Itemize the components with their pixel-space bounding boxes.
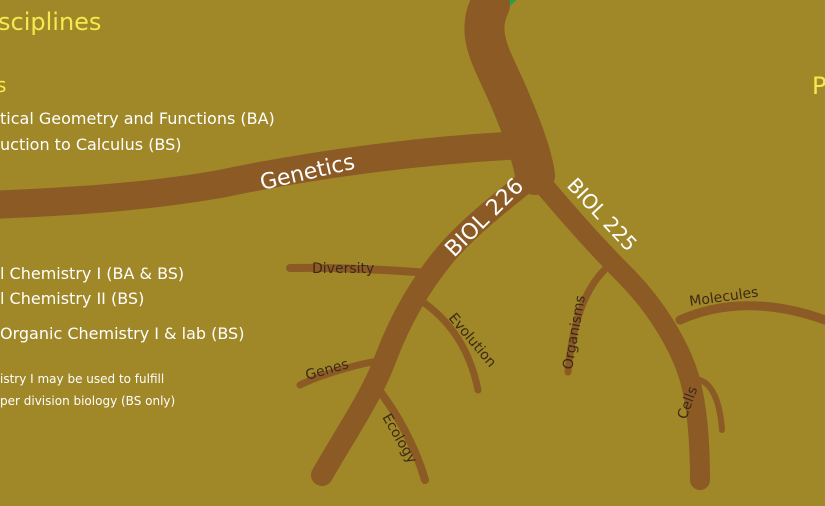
disciplines-heading: sciplines [0,8,102,36]
chem-note-line-2: per division biology (BS only) [0,394,176,408]
math-course-1: tical Geometry and Functions (BA) [0,109,275,128]
evolution-twig [416,296,482,394]
organisms-label: Organisms [560,294,589,371]
math-subheading: s [0,73,7,97]
math-course-2: uction to Calculus (BS) [0,135,182,154]
genes-label: Genes [304,356,351,384]
cells-twig [687,376,725,433]
chem-note-line-1: istry I may be used to fulfill [0,372,165,386]
diversity-twig [286,263,434,277]
diversity-label: Diversity [312,261,374,277]
chem-course-2: l Chemistry II (BS) [0,289,145,308]
genetics-branch [0,131,539,219]
chem-course-1: l Chemistry I (BA & BS) [0,264,185,283]
biol226-branch [311,164,546,486]
biol225-branch [525,165,710,490]
right-panel-fragment: P [812,72,825,100]
genes-twig [296,356,389,389]
biol226-label: BIOL 226 [441,174,529,262]
organisms-twig [564,261,614,376]
molecules-twig [675,301,825,325]
chem-course-3: Organic Chemistry I & lab (BS) [0,324,245,343]
ecology-twig [371,381,429,484]
